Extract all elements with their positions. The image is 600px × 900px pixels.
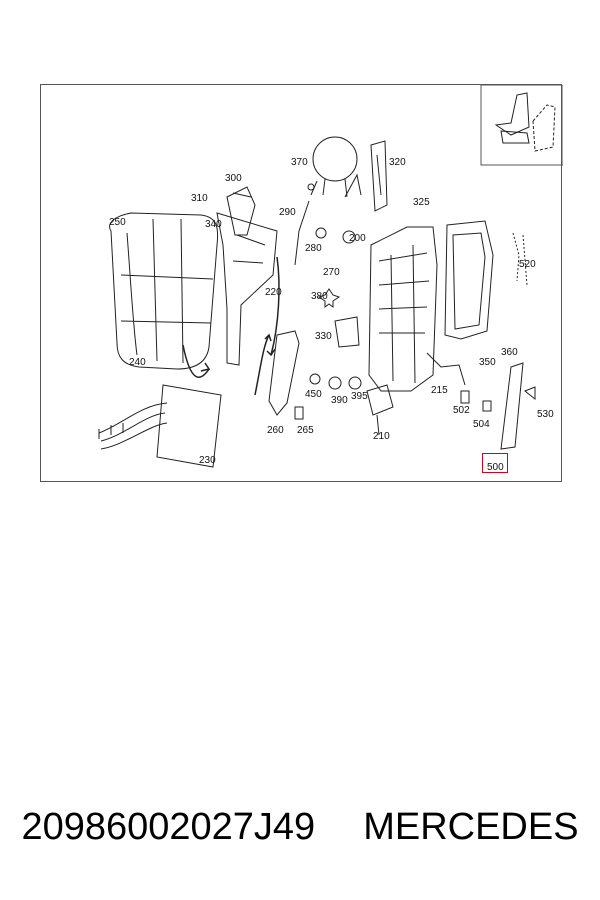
part-label-360: 360 bbox=[501, 347, 518, 358]
part-label-350: 350 bbox=[479, 357, 496, 368]
backrest-frame bbox=[368, 226, 438, 392]
part-label-250: 250 bbox=[109, 217, 126, 228]
part-label-450: 450 bbox=[305, 389, 322, 400]
part-label-520: 520 bbox=[519, 259, 536, 270]
part-label-280: 280 bbox=[305, 243, 322, 254]
headrest bbox=[312, 136, 358, 182]
part-label-210: 210 bbox=[373, 431, 390, 442]
caption: 20986002027J49 MERCEDES bbox=[0, 806, 600, 849]
side-panel bbox=[500, 362, 524, 450]
part-label-500: 500 bbox=[487, 462, 504, 473]
part-label-340: 340 bbox=[205, 219, 222, 230]
part-label-390: 390 bbox=[331, 395, 348, 406]
part-label-220: 220 bbox=[265, 287, 282, 298]
part-label-200: 200 bbox=[349, 233, 366, 244]
part-label-502: 502 bbox=[453, 405, 470, 416]
part-number: 20986002027J49 bbox=[21, 806, 316, 848]
part-label-325: 325 bbox=[413, 197, 430, 208]
backrest-cover bbox=[216, 212, 278, 366]
part-label-330: 330 bbox=[315, 331, 332, 342]
brand-name: MERCEDES bbox=[363, 806, 579, 848]
part-label-230: 230 bbox=[199, 455, 216, 466]
part-label-215: 215 bbox=[431, 385, 448, 396]
heating-mat bbox=[156, 384, 222, 468]
part-label-310: 310 bbox=[191, 193, 208, 204]
part-label-300: 300 bbox=[225, 173, 242, 184]
part-label-265: 265 bbox=[297, 425, 314, 436]
part-label-240: 240 bbox=[129, 357, 146, 368]
highlight-box-500 bbox=[482, 453, 508, 473]
part-label-320: 320 bbox=[389, 157, 406, 168]
part-label-530: 530 bbox=[537, 409, 554, 420]
part-label-290: 290 bbox=[279, 207, 296, 218]
part-label-395: 395 bbox=[351, 391, 368, 402]
parts-diagram: 370 320 300 310 290 325 250 340 280 200 … bbox=[40, 84, 563, 482]
seat-exploded-view: 370 320 300 310 290 325 250 340 280 200 … bbox=[98, 85, 563, 473]
side-trim bbox=[268, 330, 300, 416]
backrest-cushion bbox=[109, 212, 219, 370]
part-label-370: 370 bbox=[291, 157, 308, 168]
part-label-380: 380 bbox=[311, 291, 328, 302]
seat-locator-icon bbox=[480, 85, 563, 166]
rear-panel bbox=[444, 220, 494, 340]
part-label-260: 260 bbox=[267, 425, 284, 436]
part-label-504: 504 bbox=[473, 419, 490, 430]
part-label-270: 270 bbox=[323, 267, 340, 278]
